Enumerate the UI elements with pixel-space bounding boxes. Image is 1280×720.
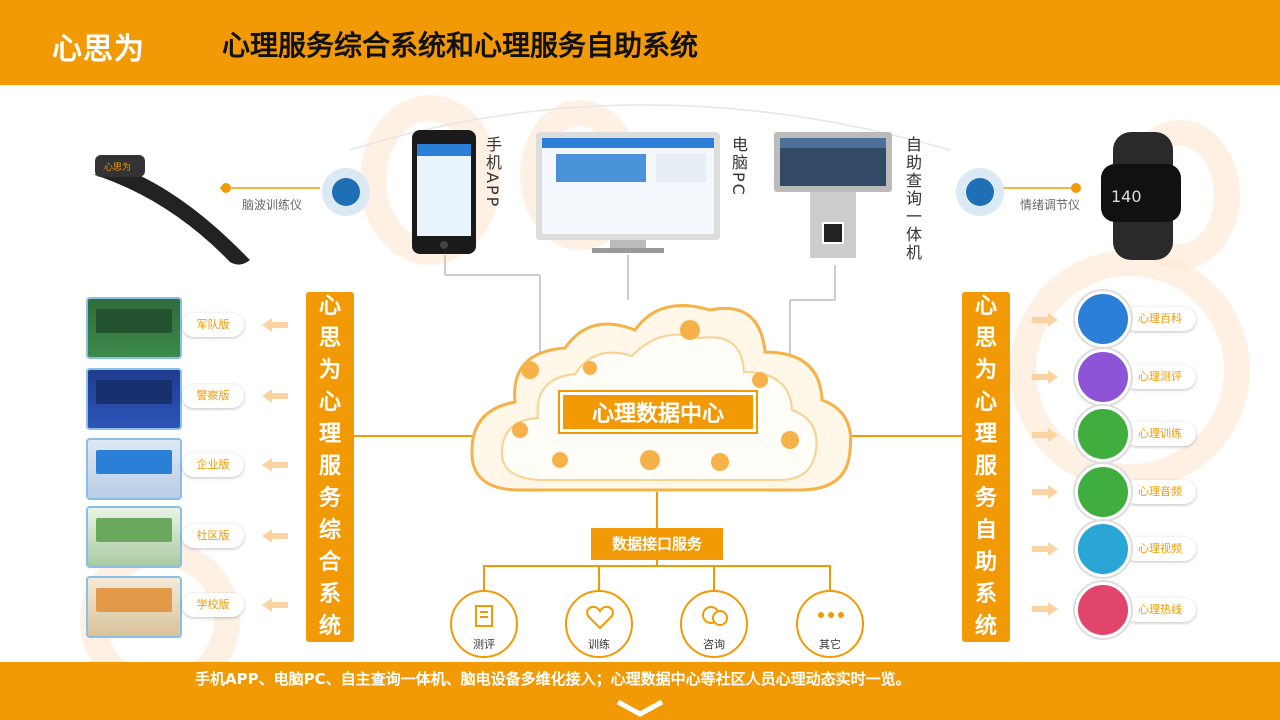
service-other: 其它	[796, 590, 864, 658]
arrow-right-icon	[1032, 542, 1058, 556]
device-label-pc: 电脑PC	[729, 136, 748, 197]
headphones-icon	[1075, 464, 1131, 520]
brand-logo: 心思为	[52, 32, 145, 67]
service-label: 咨询	[703, 638, 725, 651]
data-interface-label: 数据接口服务	[591, 528, 723, 560]
self-item-label: 心理百科	[1124, 307, 1196, 331]
panel-title-char: 心	[974, 294, 997, 319]
kit-label: 警察版	[182, 384, 244, 408]
comprehensive-system-panel: 心思为心理服务综合系统	[306, 292, 354, 642]
data-center-label: 心理数据中心	[560, 392, 756, 432]
mobile-phone	[412, 130, 476, 254]
panel-title-char: 服	[318, 454, 341, 479]
bluetooth-icon	[322, 168, 370, 216]
self-service-kiosk	[774, 132, 892, 258]
kit-label: 军队版	[182, 313, 244, 337]
arrow-left-icon	[262, 318, 288, 332]
arrow-left-icon	[262, 389, 288, 403]
self-item-label: 心理视频	[1124, 537, 1196, 561]
panel-title-char: 为	[974, 358, 997, 383]
panel-title-char: 心	[974, 390, 997, 415]
service-label: 测评	[473, 638, 495, 651]
brainwave-headband: 心思为	[95, 155, 250, 265]
self-item-label: 心理音频	[1124, 480, 1196, 504]
service-consult: 咨询	[680, 590, 748, 658]
kit-image-police	[86, 368, 182, 430]
panel-title-char: 合	[318, 550, 341, 575]
arrow-right-icon	[1032, 370, 1058, 384]
arrow-right-icon	[1032, 485, 1058, 499]
panel-title-char: 助	[974, 550, 997, 575]
panel-title-char: 统	[974, 614, 997, 639]
self-item-label: 心理热线	[1124, 598, 1196, 622]
service-label: 训练	[588, 638, 610, 651]
panel-title-char: 为	[318, 358, 341, 383]
kit-image-community	[86, 506, 182, 568]
arrow-right-icon	[1032, 313, 1058, 327]
device-label-band: 情绪调节仪	[1020, 198, 1081, 212]
heartbeat-icon	[586, 605, 614, 630]
kit-label: 社区版	[182, 524, 244, 548]
bluetooth-icon	[956, 168, 1004, 216]
kit-label: 学校版	[182, 593, 244, 617]
device-label-mobile: 手机APP	[483, 136, 502, 209]
assessment-chart-icon	[1075, 349, 1131, 405]
video-icon	[1075, 521, 1131, 577]
desktop-pc	[536, 132, 720, 253]
panel-title-char: 思	[318, 326, 341, 351]
service-label: 其它	[819, 638, 841, 651]
chevron-down-icon	[616, 700, 664, 717]
service-training: 训练	[565, 590, 633, 658]
page-title: 心理服务综合系统和心理服务自助系统	[222, 29, 699, 62]
arrow-right-icon	[1032, 428, 1058, 442]
self-item-label: 心理训练	[1124, 422, 1196, 446]
service-assessment: 测评	[450, 590, 518, 658]
assessment-icon	[475, 605, 493, 627]
hotline-phone-icon	[1075, 582, 1131, 638]
panel-title-char: 系	[974, 582, 997, 607]
panel-title-char: 理	[974, 422, 997, 447]
panel-title-char: 系	[318, 582, 341, 607]
chat-icon	[702, 606, 728, 626]
device-label-kiosk: 自助查询一体机	[903, 136, 922, 262]
arrow-left-icon	[262, 458, 288, 472]
panel-title-char: 心	[318, 390, 341, 415]
arrow-left-icon	[262, 529, 288, 543]
footer-bar	[0, 662, 1280, 720]
device-label-brainwave: 脑波训练仪	[242, 198, 303, 212]
arrow-left-icon	[262, 598, 288, 612]
panel-title-char: 自	[974, 518, 997, 543]
panel-title-char: 心	[318, 294, 341, 319]
panel-title-char: 统	[318, 614, 341, 639]
panel-title-char: 理	[318, 422, 341, 447]
panel-title-char: 务	[974, 486, 997, 511]
svg-text:140: 140	[1111, 187, 1142, 206]
kit-label: 企业版	[182, 453, 244, 477]
emotion-wristband: 140	[1101, 132, 1181, 260]
svg-text:心思为: 心思为	[104, 161, 131, 173]
arrow-right-icon	[1032, 602, 1058, 616]
self-service-system-panel: 心思为心理服务自助系统	[962, 292, 1010, 642]
header-bar	[0, 0, 1280, 85]
self-item-label: 心理测评	[1124, 365, 1196, 389]
encyclopedia-icon	[1075, 291, 1131, 347]
panel-title-char: 综	[318, 518, 341, 543]
training-clipboard-icon	[1075, 406, 1131, 462]
panel-title-char: 服	[974, 454, 997, 479]
panel-title-char: 务	[318, 486, 341, 511]
kit-image-army	[86, 297, 182, 359]
more-icon	[818, 612, 844, 618]
kit-image-school	[86, 576, 182, 638]
kit-image-enterprise	[86, 438, 182, 500]
footer-caption: 手机APP、电脑PC、自主查询一体机、脑电设备多维化接入；心理数据中心等社区人员…	[195, 670, 911, 688]
panel-title-char: 思	[974, 326, 997, 351]
